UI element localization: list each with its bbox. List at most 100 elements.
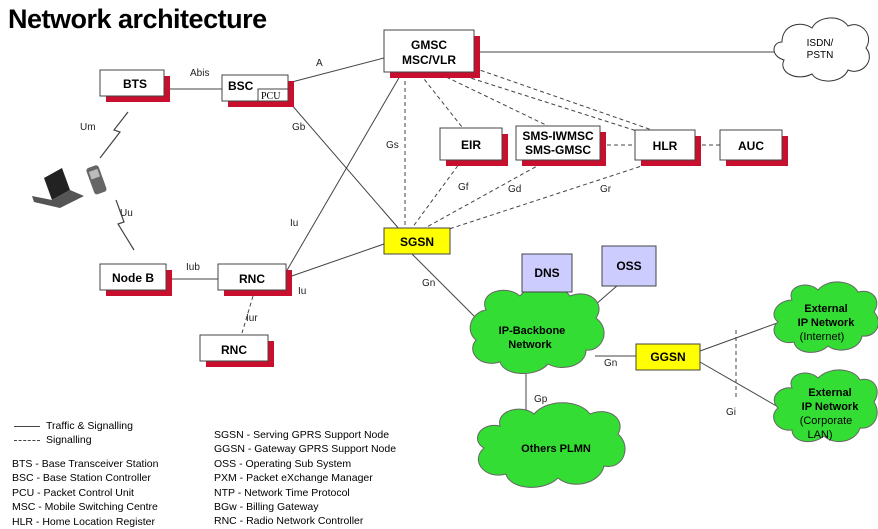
legend-item: BGw - Billing Gateway (214, 500, 319, 513)
node-gmsc: GMSC MSC/VLR (383, 29, 480, 78)
legend-item: BSC - Base Station Controller (12, 472, 151, 485)
link-gmsc-hlr (457, 73, 641, 133)
legend-signalling: Signalling (14, 433, 133, 447)
label-gb: Gb (292, 122, 306, 133)
isdn-pstn-cloud: ISDN/ PSTN (773, 17, 870, 82)
laptop-screen-icon (44, 168, 70, 200)
external-corporate-cloud: External IP Network (Corporate LAN) (773, 369, 878, 443)
pcu-label: PCU (261, 91, 281, 102)
node-b-label: Node B (112, 271, 154, 285)
link-gd (424, 159, 549, 229)
label-gp: Gp (534, 394, 548, 405)
sms-label-2: SMS-GMSC (525, 143, 591, 157)
oss-label: OSS (616, 259, 641, 273)
ipbb-label-2: Network (508, 339, 552, 351)
node-eir: EIR (439, 127, 508, 166)
page-title: Network architecture (8, 4, 267, 34)
label-iu-2: Iu (298, 286, 306, 297)
laptop-base-icon (32, 190, 84, 208)
radio-uu-icon (115, 199, 135, 251)
others-plmn-cloud: Others PLMN (477, 402, 626, 488)
dns-label: DNS (534, 266, 559, 280)
radio-links (99, 111, 135, 251)
legend-item: PXM - Packet eXchange Manager (214, 472, 373, 485)
legend-abbreviations-left: BTS - Base Transceiver Station BSC - Bas… (12, 457, 158, 529)
link-sgsn-ipbb (411, 253, 479, 321)
ggsn-label: GGSN (650, 350, 685, 364)
external-internet-cloud: External IP Network (Internet) (773, 281, 878, 353)
legend-item: PCU - Packet Control Unit (12, 486, 134, 499)
label-a: A (316, 58, 323, 69)
legend-item: HLR - Home Location Register (12, 515, 155, 528)
legend-item: SGSN - Serving GPRS Support Node (214, 429, 390, 441)
label-uu: Uu (120, 208, 133, 219)
node-bsc: BSC PCU (221, 74, 294, 107)
label-gn-2: Gn (604, 358, 617, 369)
node-sgsn: SGSN (383, 227, 451, 255)
ip-backbone-cloud: IP-Backbone Network (469, 285, 605, 375)
rnc-label: RNC (239, 272, 265, 286)
node-ggsn: GGSN (635, 343, 701, 371)
rnc2-label: RNC (221, 343, 247, 357)
ext1-label-2: IP Network (798, 317, 856, 329)
legend-item: GGSN - Gateway GPRS Support Node (214, 443, 397, 456)
node-oss: OSS (601, 245, 657, 287)
ext1-label-1: External (804, 303, 847, 315)
plmn-label: Others PLMN (521, 443, 591, 455)
hlr-label: HLR (653, 139, 678, 153)
legend-item: MSC - Mobile Switching Centre (12, 501, 158, 514)
signalling-connections (241, 67, 737, 400)
legend-abbreviations-right: SGSN - Serving GPRS Support Node GGSN - … (214, 428, 396, 529)
ext1-label-3: (Internet) (800, 331, 845, 343)
label-iur: Iur (246, 313, 258, 324)
node-rnc-2: RNC (199, 334, 274, 367)
link-rnc-sgsn (285, 243, 385, 279)
gmsc-label-1: GMSC (411, 38, 447, 52)
label-gn-1: Gn (422, 278, 435, 289)
ext2-label-4: LAN) (807, 429, 832, 441)
sms-label-1: SMS-IWMSC (522, 129, 594, 143)
gmsc-label-2: MSC/VLR (402, 53, 456, 67)
link-gr (439, 159, 661, 233)
node-auc: AUC (719, 129, 788, 166)
node-b: Node B (99, 263, 172, 296)
pcu-box (257, 88, 289, 102)
label-iu-1: Iu (290, 218, 298, 229)
label-gs: Gs (386, 140, 399, 151)
auc-label: AUC (738, 139, 764, 153)
phone-icon (86, 165, 107, 195)
link-ggsn-ext2 (699, 361, 781, 409)
legend-traffic: Traffic & Signalling (14, 419, 133, 433)
node-dns: DNS (521, 253, 573, 293)
bsc-label: BSC (228, 79, 254, 93)
label-gi: Gi (726, 407, 736, 418)
legend-item: RNC - Radio Network Controller (214, 515, 364, 528)
link-ggsn-ext1 (699, 321, 781, 352)
link-bsc-sgsn (283, 95, 401, 231)
label-gd: Gd (508, 184, 521, 195)
eir-label: EIR (461, 138, 481, 152)
legend-item: BTS - Base Transceiver Station (12, 458, 159, 470)
link-gmsc-eir (419, 73, 463, 128)
ipbb-label-1: IP-Backbone (499, 325, 566, 337)
label-um: Um (80, 122, 96, 133)
node-hlr: HLR (634, 129, 701, 166)
node-bts: BTS (99, 69, 170, 102)
terminal-icon (32, 165, 107, 208)
link-rnc-gmsc (285, 75, 401, 273)
label-gr: Gr (600, 184, 612, 195)
label-gf: Gf (458, 182, 469, 193)
interface-labels: Abis A Um Gb Gs Uu Gf Gd Gr Iu Iu Iub Iu… (80, 58, 736, 418)
radio-um-icon (99, 111, 129, 159)
link-gmsc-hlr-2 (473, 67, 653, 131)
isdn-label-1: ISDN/ (807, 38, 834, 49)
legend-item: OSS - Operating Sub System (214, 457, 352, 470)
link-gf (411, 159, 463, 229)
legend-lines: Traffic & Signalling Signalling (14, 419, 133, 448)
node-rnc: RNC (217, 263, 292, 296)
link-gmsc-sms (439, 73, 549, 127)
bts-label: BTS (123, 77, 147, 91)
ext2-label-2: IP Network (802, 401, 860, 413)
ext2-label-1: External (808, 387, 851, 399)
